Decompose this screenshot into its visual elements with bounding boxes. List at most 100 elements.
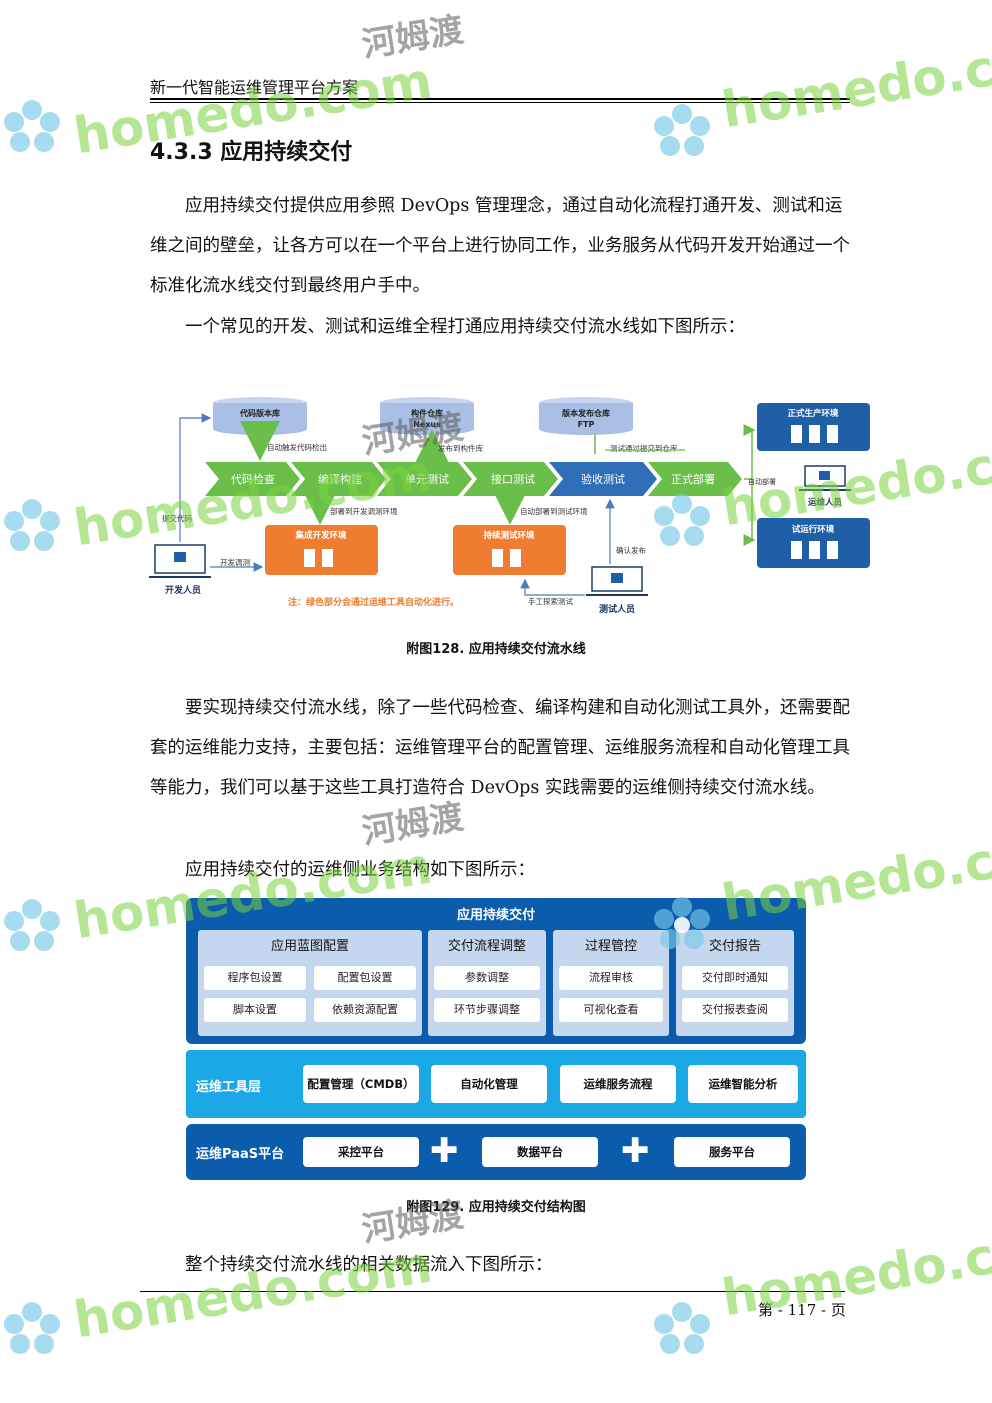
group-delivery-report: 交付报告 交付即时通知 交付报表查阅: [676, 930, 794, 1036]
figure-128-caption: 附图128. 应用持续交付流水线: [406, 642, 586, 657]
cell-visual-view: 可视化查看: [559, 998, 663, 1022]
label-submit-code: 提交代码: [162, 513, 192, 523]
ops-person-label: 运维人员: [808, 497, 843, 508]
watermark-text: homedo.com: [718, 25, 992, 140]
group-title: 应用蓝图配置: [270, 939, 349, 954]
tool-service-flow: 运维服务流程: [560, 1065, 676, 1103]
section-heading: 4.3.3 应用持续交付: [150, 140, 353, 165]
cell-script: 脚本设置: [204, 998, 306, 1022]
label-dev-debug: 开发调测: [220, 557, 250, 567]
ops-person: 运维人员: [799, 465, 851, 508]
stage-label: 接口测试: [491, 473, 535, 486]
plus-icon: ✚: [621, 1131, 650, 1171]
stage-unit-test: 单元测试: [377, 462, 472, 496]
repo-release-type: FTP: [578, 420, 595, 429]
env-trial-label: 试运行环境: [792, 524, 835, 535]
structure-diagram: 应用持续交付 应用蓝图配置 程序包设置 配置包设置 脚本设置 依赖资源配置 交付…: [186, 898, 806, 1180]
app-delivery-layer: 应用持续交付 应用蓝图配置 程序包设置 配置包设置 脚本设置 依赖资源配置 交付…: [186, 898, 806, 1044]
env-test-label: 持续测试环境: [483, 530, 535, 541]
label-manual-test: 手工探索测试: [528, 596, 573, 606]
cell-package: 程序包设置: [204, 966, 306, 990]
stage-build: 编译构建: [291, 462, 386, 496]
label-auto-trigger: 自动触发代码检出: [267, 442, 327, 452]
env-production-label: 正式生产环境: [787, 408, 839, 419]
tool-cmdb: 配置管理（CMDB）: [303, 1065, 419, 1103]
page-number: 第 - 117 - 页: [758, 1301, 846, 1319]
ops-tool-layer: 运维工具层 配置管理（CMDB） 自动化管理 运维服务流程 运维智能分析: [186, 1050, 806, 1118]
stage-label: 代码检查: [231, 472, 275, 486]
paragraph-pipeline-lead: 一个常见的开发、测试和运维全程打通应用持续交付流水线如下图所示：: [185, 317, 745, 337]
stage-label: 正式部署: [671, 472, 715, 486]
tester-label: 测试人员: [599, 603, 635, 615]
cell-report-view: 交付报表查阅: [682, 998, 788, 1022]
watermark-cn: 河姆渡: [359, 9, 467, 66]
label-deploy-dev: 部署到开发调测环境: [330, 506, 398, 516]
group-flow-adjust: 交付流程调整 参数调整 环节步骤调整: [428, 930, 546, 1036]
cell-flow-review: 流程审核: [559, 966, 663, 990]
paragraph-structure-lead: 应用持续交付的运维侧业务结构如下图所示：: [185, 860, 535, 880]
label-publish-artifact: 发布到构件库: [438, 443, 483, 453]
repo-code: 代码版本库 Git/SVN: [213, 397, 307, 435]
developer-person: 开发人员: [149, 544, 211, 596]
tool-automation: 自动化管理: [431, 1065, 547, 1103]
repo-release: 版本发布仓库 FTP: [539, 397, 633, 435]
stage-label: 编译构建: [318, 472, 362, 486]
repo-artifact-name: 构件仓库: [411, 408, 443, 418]
label-auto-deploy: 自动部署: [748, 477, 776, 486]
paragraph-requirements: 要实现持续交付流水线，除了一些代码检查、编译构建和自动化测试工具外，还需要配套的…: [150, 698, 850, 798]
pipeline-diagram: 代码版本库 Git/SVN 构件仓库 Nexus 版本发布仓库 FTP 自动触发…: [149, 397, 870, 615]
app-delivery-title: 应用持续交付: [456, 908, 535, 923]
env-dev-label: 集成开发环境: [294, 530, 347, 541]
watermark-flower-icon: [654, 104, 710, 156]
figure-129-caption: 附图129. 应用持续交付结构图: [406, 1200, 586, 1215]
cell-dependency: 依赖资源配置: [314, 998, 416, 1022]
watermark-flower-icon: [654, 1302, 710, 1354]
plus-icon: ✚: [430, 1131, 459, 1171]
ops-paas-layer-label: 运维PaaS平台: [196, 1147, 285, 1162]
header-rule: [150, 98, 850, 100]
watermark-flower-icon: [4, 1302, 60, 1354]
ops-tool-layer-label: 运维工具层: [196, 1080, 262, 1095]
group-title: 交付报告: [708, 939, 761, 954]
watermark-flower-icon: [4, 499, 60, 551]
header-title: 新一代智能运维管理平台方案: [150, 78, 359, 97]
cell-param-adjust: 参数调整: [434, 966, 540, 990]
stage-deploy: 正式部署: [648, 462, 742, 496]
env-production: 正式生产环境: [757, 403, 870, 451]
platform-service: 服务平台: [674, 1137, 790, 1167]
platform-data: 数据平台: [482, 1137, 598, 1167]
repo-code-type: Git/SVN: [243, 420, 278, 429]
env-trial: 试运行环境: [757, 518, 870, 568]
ops-paas-layer: 运维PaaS平台 采控平台 ✚ 数据平台 ✚ 服务平台: [186, 1124, 806, 1180]
platform-collection: 采控平台: [303, 1137, 419, 1167]
cell-config-package: 配置包设置: [314, 966, 416, 990]
paragraph-data-flow-lead: 整个持续交付流水线的相关数据流入下图所示：: [185, 1255, 553, 1275]
repo-artifact-type: Nexus: [413, 420, 441, 429]
header-rule-thin: [150, 102, 850, 103]
label-auto-deploy-test: 自动部署到测试环境: [520, 506, 588, 516]
cell-instant-notify: 交付即时通知: [682, 966, 788, 990]
label-test-pass: 测试通过提交到仓库: [610, 443, 678, 453]
group-blueprint: 应用蓝图配置 程序包设置 配置包设置 脚本设置 依赖资源配置: [198, 930, 422, 1036]
group-title: 交付流程调整: [447, 939, 526, 954]
cell-step-adjust: 环节步骤调整: [434, 998, 540, 1022]
repo-release-name: 版本发布仓库: [561, 408, 610, 418]
group-process-control: 过程管控 流程审核 可视化查看: [553, 930, 669, 1036]
watermark-flower-icon: [4, 899, 60, 951]
label-confirm-release: 确认发布: [616, 545, 646, 555]
repo-artifact: 构件仓库 Nexus: [380, 397, 474, 435]
footer-rule: [140, 1291, 845, 1292]
stage-label: 验收测试: [581, 472, 625, 486]
env-test: 持续测试环境: [453, 525, 566, 575]
stage-code-check: 代码检查: [205, 462, 300, 496]
tool-intelligent-analysis: 运维智能分析: [688, 1065, 798, 1103]
group-title: 过程管控: [584, 939, 637, 954]
env-dev: 集成开发环境: [265, 525, 378, 575]
tester-person: 测试人员: [586, 566, 648, 615]
stage-acceptance-test: 验收测试: [549, 462, 657, 496]
developer-label: 开发人员: [165, 584, 201, 596]
diagram-note: 注：绿色部分会通过运维工具自动化进行。: [288, 596, 459, 608]
watermark-flower-icon: [4, 100, 60, 152]
stage-label: 单元测试: [405, 473, 449, 486]
paragraph-intro: 应用持续交付提供应用参照 DevOps 管理理念，通过自动化流程打通开发、测试和…: [150, 196, 850, 296]
